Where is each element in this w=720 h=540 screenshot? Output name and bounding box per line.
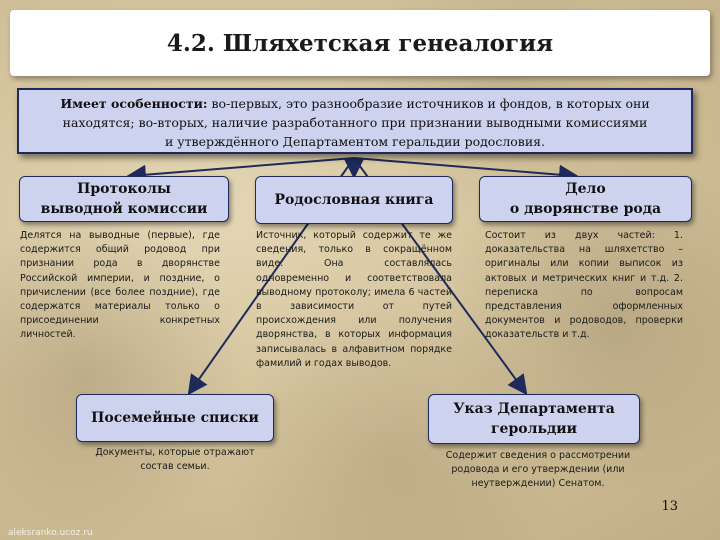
node-book-desc: Источник, который содержит те же сведени… <box>256 230 452 369</box>
node-family-lists: Посемейные списки <box>76 394 274 442</box>
node-protocols: Протоколы выводной комиссии <box>19 176 229 222</box>
node-case: Дело о дворянстве рода <box>479 176 692 222</box>
node-case-title-1: Дело <box>565 181 606 197</box>
arrow-to-protocols <box>126 157 355 185</box>
node-book: Родословная книга <box>255 176 453 224</box>
features-line2: находятся; во-вторых, наличие разработан… <box>62 115 648 130</box>
watermark-text: aleksranko.ucoz.ru <box>8 528 93 538</box>
page-number: 13 <box>661 499 678 514</box>
node-family-lists-desc: Документы, которые отражают состав семьи… <box>95 447 255 473</box>
features-box: Имеет особенности: во-первых, это разноо… <box>17 88 693 154</box>
node-family-lists-title: Посемейные списки <box>91 410 259 426</box>
node-protocols-title-2: выводной комиссии <box>40 201 208 217</box>
features-line3: и утверждённого Департаментом геральдии … <box>164 134 546 149</box>
node-case-desc: Состоит из двух частей: 1. доказательств… <box>485 230 683 341</box>
node-decree-title-1: Указ Департамента <box>453 401 615 417</box>
features-line1: во-первых, это разнообразие источников и… <box>207 96 650 111</box>
node-protocols-desc: Делятся на выводные (первые), где содерж… <box>20 230 220 341</box>
node-decree-title-2: герольдии <box>490 421 578 437</box>
features-lead: Имеет особенности: <box>60 96 208 111</box>
node-decree: Указ Департамента герольдии <box>428 394 640 444</box>
node-case-title-2: о дворянстве рода <box>509 201 662 217</box>
node-book-title: Родословная книга <box>274 192 434 208</box>
node-decree-desc: Содержит сведения о рассмотрении родовод… <box>445 450 631 490</box>
node-protocols-title-1: Протоколы <box>77 181 171 197</box>
slide-title: 4.2. Шляхетская генеалогия <box>166 29 554 57</box>
arrow-to-case <box>353 157 579 185</box>
title-banner: 4.2. Шляхетская генеалогия <box>10 10 710 76</box>
